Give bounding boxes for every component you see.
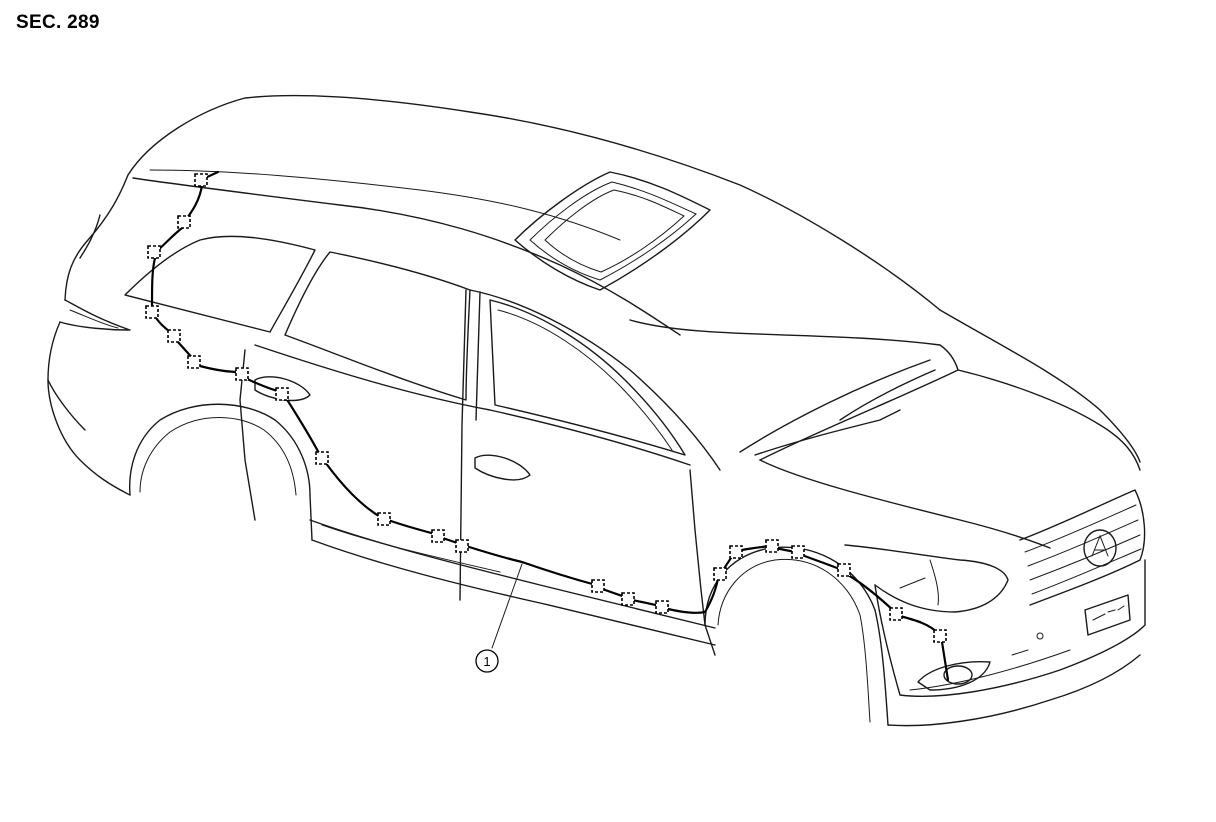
clip-icon [431,529,445,543]
clip-icon [933,629,947,643]
sunroof-icon [514,171,711,291]
clip-icon [167,329,181,343]
clip-icon [791,545,805,559]
clip-icon [889,607,903,621]
callout-circle-icon [475,649,499,673]
clip-icon [187,355,201,369]
wiring-harness-route [150,170,950,682]
callout-1: 1 [475,563,523,673]
clip-icon [765,539,779,553]
clip-icon [377,512,391,526]
clip-icon [837,563,851,577]
clip-icon [713,567,727,581]
vehicle-body-icon [47,94,1146,727]
clip-icon [147,245,161,259]
clip-icon [194,173,208,187]
clip-icon [235,367,249,381]
clip-icon [315,451,329,465]
clip-icon [145,305,159,319]
clip-icon [621,592,635,606]
clip-icon [655,600,669,614]
clip-icon [729,545,743,559]
callout-number: 1 [483,654,490,669]
clip-icon [455,539,469,553]
clip-icon [177,215,191,229]
harness-clips [145,173,947,643]
section-label: SEC. 289 [16,12,100,33]
clip-icon [275,387,289,401]
brand-emblem-icon [1083,529,1117,567]
clip-icon [591,579,605,593]
